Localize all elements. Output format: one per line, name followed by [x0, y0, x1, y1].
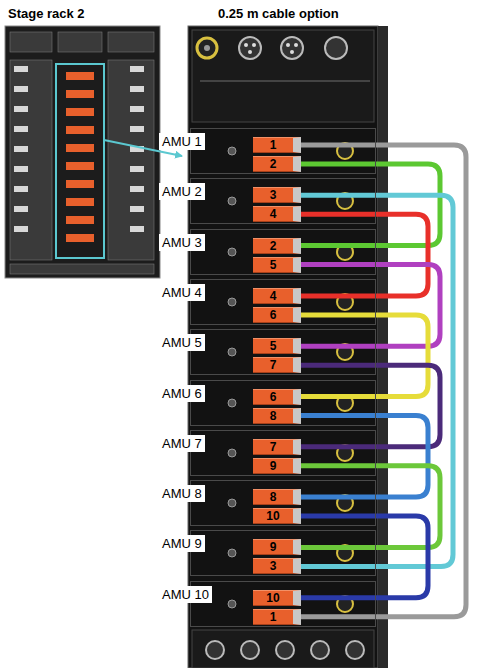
port-connector: 5	[253, 257, 301, 273]
port-number: 9	[270, 540, 277, 554]
amu-unit: AMU 10101	[190, 581, 376, 627]
patch-cable	[301, 416, 428, 498]
port-number: 5	[270, 339, 277, 353]
amu-unit: AMU 8810	[190, 480, 376, 526]
port-number: 6	[270, 308, 277, 322]
patch-cable	[301, 265, 440, 347]
port-number: 10	[266, 591, 279, 605]
port-connector: 7	[253, 357, 301, 373]
unit-label: AMU 4	[159, 284, 205, 301]
unit-label: AMU 5	[159, 334, 205, 351]
amu-unit: AMU 325	[190, 229, 376, 275]
port-connector: 2	[253, 238, 301, 254]
port-connector: 1	[253, 609, 301, 625]
unit-label: AMU 1	[159, 133, 205, 150]
unit-label: AMU 9	[159, 535, 205, 552]
port-connector: 6	[253, 389, 301, 405]
patch-cable	[301, 195, 453, 566]
patch-cable	[301, 315, 428, 397]
port-connector: 3	[253, 558, 301, 574]
port-number: 10	[266, 509, 279, 523]
diagram-title: 0.25 m cable option	[218, 6, 339, 21]
port-connector: 2	[253, 156, 301, 172]
port-number: 2	[270, 239, 277, 253]
unit-label: AMU 6	[159, 385, 205, 402]
port-connector: 8	[253, 489, 301, 505]
inset-label: Stage rack 2	[8, 6, 85, 21]
amu-unit: AMU 993	[190, 530, 376, 576]
patch-cable	[301, 164, 440, 246]
port-number: 3	[270, 559, 277, 573]
port-number: 1	[270, 610, 277, 624]
unit-label: AMU 2	[159, 183, 205, 200]
port-number: 4	[270, 289, 277, 303]
port-connector: 10	[253, 590, 301, 606]
amu-unit: AMU 779	[190, 430, 376, 476]
port-connector: 4	[253, 206, 301, 222]
patch-cable	[301, 214, 428, 296]
patch-cable	[301, 516, 428, 598]
amu-unit: AMU 446	[190, 279, 376, 325]
port-number: 4	[270, 207, 277, 221]
unit-label: AMU 10	[159, 586, 212, 603]
unit-label: AMU 3	[159, 234, 205, 251]
port-connector: 3	[253, 187, 301, 203]
port-number: 8	[270, 409, 277, 423]
port-connector: 5	[253, 338, 301, 354]
port-number: 7	[270, 440, 277, 454]
port-number: 5	[270, 258, 277, 272]
unit-label: AMU 8	[159, 485, 205, 502]
port-number: 1	[270, 138, 277, 152]
port-number: 3	[270, 188, 277, 202]
port-number: 2	[270, 157, 277, 171]
patch-cable	[301, 145, 466, 617]
amu-unit: AMU 112	[190, 128, 376, 174]
amu-unit: AMU 668	[190, 380, 376, 426]
port-connector: 9	[253, 458, 301, 474]
port-number: 9	[270, 459, 277, 473]
patch-cable	[301, 466, 440, 548]
port-connector: 6	[253, 307, 301, 323]
unit-label: AMU 7	[159, 435, 205, 452]
port-connector: 1	[253, 137, 301, 153]
port-connector: 7	[253, 439, 301, 455]
amu-unit: AMU 557	[190, 329, 376, 375]
port-connector: 4	[253, 288, 301, 304]
patch-cable	[301, 365, 440, 447]
port-connector: 10	[253, 508, 301, 524]
port-number: 8	[270, 490, 277, 504]
port-number: 7	[270, 358, 277, 372]
port-connector: 8	[253, 408, 301, 424]
port-number: 6	[270, 390, 277, 404]
port-connector: 9	[253, 539, 301, 555]
amu-unit: AMU 234	[190, 178, 376, 224]
